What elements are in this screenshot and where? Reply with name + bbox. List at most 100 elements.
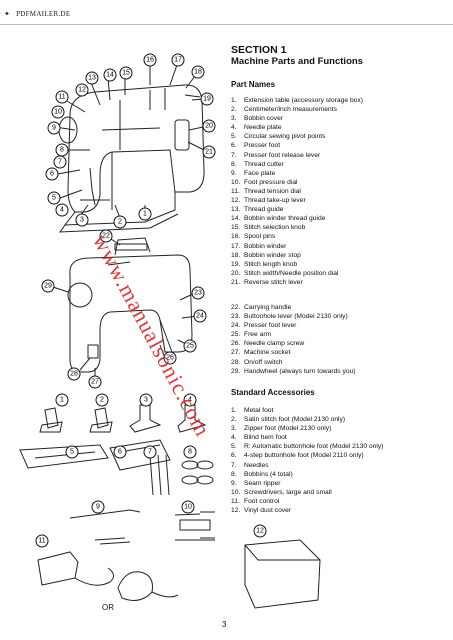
callouts-top: 1 2 3 4 5 6 7 8 9 10 11 12 13 14 15 16 1… <box>45 53 216 229</box>
callout-23: 23 <box>194 290 202 297</box>
callout-7: 7 <box>58 159 62 166</box>
list-item: 8.Thread cutter <box>231 160 284 168</box>
callout-28: 28 <box>70 371 78 378</box>
list-item: 27.Machine socket <box>231 349 291 357</box>
list-item: 20.Stitch width/Needle position dial <box>231 269 339 277</box>
header-divider <box>0 24 453 25</box>
list-item: 1.Metal foot <box>231 407 274 414</box>
list-item: 10.Foot pressure dial <box>231 178 298 186</box>
acc-callout-12: 12 <box>256 528 264 535</box>
sewing-machine-back-illustration <box>67 237 193 373</box>
acc-callout-4: 4 <box>188 397 192 404</box>
section-title: SECTION 1 <box>231 44 287 56</box>
acc-callout-6: 6 <box>118 449 122 456</box>
part-names-list-2: 22.Carrying handle 23.Buttonhole lever (… <box>231 303 446 376</box>
list-item: 17.Bobbin winder <box>231 242 287 250</box>
accessories-list: 1.Metal foot 2.Satin stitch foot (Model … <box>231 406 446 515</box>
callout-29: 29 <box>44 283 52 290</box>
list-item: 21.Reverse stitch lever <box>231 278 303 286</box>
acc-callout-1: 1 <box>60 397 64 404</box>
list-item: 3.Zipper foot (Model 2130 only) <box>231 425 332 433</box>
callout-17: 17 <box>174 57 182 64</box>
callout-24: 24 <box>196 313 204 320</box>
list-item: 9.Face plate <box>231 169 276 177</box>
list-item: 12.Vinyl dust cover <box>231 507 292 515</box>
page-number: 3 <box>222 620 227 629</box>
section-subtitle: Machine Parts and Functions <box>231 56 363 67</box>
list-item: 28.On/off switch <box>231 358 283 366</box>
list-item: 8.Bobbins (4 total) <box>231 470 293 478</box>
list-item: 15.Stitch selection knob <box>231 224 306 232</box>
sewing-machine-front-illustration <box>58 84 205 233</box>
callout-2: 2 <box>118 219 122 226</box>
callout-19: 19 <box>203 96 211 103</box>
acc-callout-9: 9 <box>96 504 100 511</box>
callout-27: 27 <box>91 379 99 386</box>
list-item: 2.Centimeter/inch measurements <box>231 106 337 114</box>
list-item: 4.Blind hem foot <box>231 434 287 442</box>
acc-callout-8: 8 <box>188 449 192 456</box>
callout-3: 3 <box>80 217 84 224</box>
list-item: 2.Satin stitch foot (Model 2130 only) <box>231 416 346 424</box>
acc-callout-3: 3 <box>144 397 148 404</box>
callout-18: 18 <box>194 69 202 76</box>
acc-callout-2: 2 <box>100 397 104 404</box>
list-item: 5.R: Automatic buttonhole foot (Model 21… <box>231 443 384 451</box>
list-item: 26.Needle clamp screw <box>231 340 305 348</box>
list-item: 14.Bobbin winder thread guide <box>231 215 326 223</box>
callout-25: 25 <box>186 343 194 350</box>
callout-8: 8 <box>60 147 64 154</box>
callout-1: 1 <box>143 211 147 218</box>
acc-callout-7: 7 <box>148 449 152 456</box>
list-item: 6.Presser foot <box>231 142 281 150</box>
list-item: 7.Presser foot release lever <box>231 151 321 159</box>
callout-20: 20 <box>205 123 213 130</box>
accessories-illustration <box>19 404 321 609</box>
list-item: 9.Seam ripper <box>231 479 281 487</box>
callout-16: 16 <box>146 57 154 64</box>
callout-11: 11 <box>58 94 65 101</box>
list-item: 4.Needle plate <box>231 124 282 132</box>
list-item: 16.Spool pins <box>231 233 276 241</box>
list-item: 24.Presser foot lever <box>231 322 297 330</box>
callout-6: 6 <box>50 171 54 178</box>
acc-callout-5: 5 <box>70 449 74 456</box>
list-item: 29.Handwheel (always turn towards you) <box>231 367 356 375</box>
callout-10: 10 <box>54 109 62 116</box>
callout-26: 26 <box>166 355 174 362</box>
accessories-heading: Standard Accessories <box>231 388 315 397</box>
callout-9: 9 <box>52 125 56 132</box>
list-item: 6.4-step buttonhole foot (Model 2110 onl… <box>231 452 364 460</box>
list-item: 25.Free arm <box>231 331 272 339</box>
list-item: 5.Circular sewing pivot points <box>231 133 326 141</box>
acc-callout-11: 11 <box>38 538 45 545</box>
list-item: 3.Bobbin cover <box>231 115 284 123</box>
callout-13: 13 <box>88 75 96 82</box>
callout-12: 12 <box>78 87 86 94</box>
list-item: 11.Foot control <box>231 497 280 505</box>
callout-14: 14 <box>106 72 114 79</box>
list-item: 19.Stitch length knob <box>231 260 298 268</box>
callout-5: 5 <box>52 195 56 202</box>
callout-22: 22 <box>102 233 110 240</box>
list-item: 12.Thread take-up lever <box>231 197 306 205</box>
acc-callout-10: 10 <box>184 504 192 511</box>
callout-15: 15 <box>122 70 130 77</box>
callout-21: 21 <box>205 149 213 156</box>
part-names-heading: Part Names <box>231 80 276 89</box>
list-item: 23.Buttonhole lever (Model 2130 only) <box>231 313 348 321</box>
section-heading: SECTION 1 Machine Parts and Functions <box>231 44 446 68</box>
callouts-mid: 22 23 24 25 26 27 28 29 <box>41 229 207 389</box>
list-item: 10.Screwdrivers, large and small <box>231 488 332 496</box>
list-item: 22.Carrying handle <box>231 304 292 311</box>
logo-icon: ✦ <box>4 10 11 18</box>
list-item: 11.Thread tension dial <box>231 187 301 195</box>
part-names-list: 1.Extension table (accessory storage box… <box>231 96 446 287</box>
callouts-accessories: 1 2 3 4 5 6 7 8 9 10 11 12 <box>35 393 267 548</box>
callout-4: 4 <box>60 207 64 214</box>
header-brand: PDFMAILER.DE <box>16 10 71 18</box>
page-header: ✦ PDFMAILER.DE <box>4 10 70 18</box>
or-label: OR <box>102 603 114 612</box>
